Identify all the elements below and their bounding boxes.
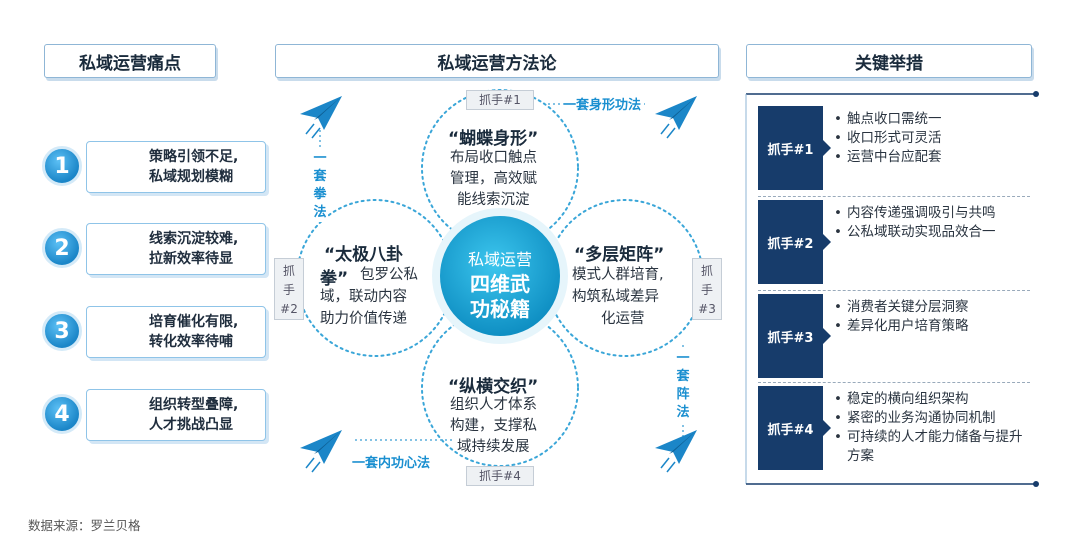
pain-item-1: 1 策略引领不足, 私域规划模糊 (42, 137, 266, 199)
label-char: 一 (313, 151, 327, 166)
grab-char: 手 (700, 283, 713, 297)
pain-text-box: 组织转型叠障, 人才挑战凸显 (86, 389, 266, 441)
petal-top-line-2: 管理，高效赋 (450, 171, 537, 187)
label-char: 阵 (676, 387, 690, 402)
label-char: 法 (313, 205, 327, 220)
center-line-1: 私域运营 (467, 250, 532, 269)
center-circle (440, 216, 560, 336)
number-badge: 1 (42, 146, 82, 186)
number-badge: 3 (42, 311, 82, 351)
petal-bottom-title: “纵横交织” (448, 377, 539, 397)
method-header: 私域运营方法论 (275, 44, 719, 78)
label-inner-technique: 一套内功心法 (352, 456, 431, 471)
petal-right-line-3: 化运营 (601, 311, 645, 327)
grab-char: 抓 (282, 264, 295, 278)
label-char: 套 (313, 169, 327, 184)
grab-tag-4: 抓手#4 (466, 466, 534, 486)
action-row-1: 抓手#1 触点收口需统一 收口形式可灵活 运营中台应配套 (758, 106, 1030, 190)
grab-char: #2 (280, 302, 298, 316)
actions-frame (745, 91, 1039, 487)
label-char: 套 (676, 369, 690, 384)
action-item: 紧密的业务沟通协同机制 (834, 409, 1029, 428)
grab-tag-1: 抓手#1 (466, 90, 534, 110)
pain-text-box: 线索沉淀较难, 拉新效率待显 (86, 223, 266, 275)
center-line-2: 四维武 (470, 272, 530, 296)
action-tag: 抓手#4 (758, 386, 831, 470)
pain-line-2: 转化效率待哺 (149, 334, 233, 350)
petal-top-line-1: 布局收口触点 (450, 150, 537, 166)
petal-right-line-1: 模式人群培育, (572, 267, 664, 283)
action-item: 运营中台应配套 (834, 148, 1029, 167)
pain-line-1: 组织转型叠障, (149, 397, 239, 413)
action-list: 内容传递强调吸引与共鸣 公私域联动实现品效合一 (834, 204, 1029, 242)
petal-bottom-line-3: 域持续发展 (457, 439, 530, 455)
pain-line-1: 策略引领不足, (149, 149, 239, 165)
paper-plane-icon (300, 96, 342, 139)
pain-line-2: 拉新效率待显 (149, 251, 233, 267)
action-tag: 抓手#1 (758, 106, 831, 190)
pain-item-2: 2 线索沉淀较难, 拉新效率待显 (42, 219, 266, 281)
petal-left-title-2: 拳” (320, 269, 349, 289)
pain-item-3: 3 培育催化有限, 转化效率待哺 (42, 302, 266, 364)
action-item: 稳定的横向组织架构 (834, 390, 1029, 409)
action-list: 稳定的横向组织架构 紧密的业务沟通协同机制 可持续的人才能力储备与提升方案 (834, 390, 1029, 466)
petal-right-title: “多层矩阵” (574, 245, 665, 265)
petal-right-line-2: 构筑私域差异 (572, 289, 659, 305)
pain-text-box: 策略引领不足, 私域规划模糊 (86, 141, 266, 193)
petal-left-line-1: 包罗公私 (360, 267, 418, 283)
label-body-technique: 一套身形功法 (560, 94, 645, 113)
action-row-2: 抓手#2 内容传递强调吸引与共鸣 公私域联动实现品效合一 (758, 200, 1030, 284)
label-char: 法 (676, 405, 690, 420)
action-item: 差异化用户培育策略 (834, 317, 1029, 336)
grab-char: 手 (282, 283, 295, 297)
source-note: 数据来源：罗兰贝格 (28, 518, 141, 533)
petal-left-line-2: 域，联动内容 (320, 289, 407, 305)
grab-char: #3 (698, 302, 716, 316)
action-row-3: 抓手#3 消费者关键分层洞察 差异化用户培育策略 (758, 294, 1030, 378)
petal-top-title: “蝴蝶身形” (448, 129, 539, 149)
petal-top-line-3: 能线索沉淀 (457, 192, 530, 208)
grab-char: 抓 (700, 264, 713, 278)
pain-line-2: 私域规划模糊 (149, 169, 233, 185)
petal-bottom-line-2: 构建，支撑私 (450, 418, 537, 434)
pain-line-1: 培育催化有限, (149, 314, 239, 330)
number-badge: 4 (42, 394, 82, 434)
action-tag: 抓手#2 (758, 200, 831, 284)
action-item: 可持续的人才能力储备与提升方案 (834, 428, 1029, 466)
paper-plane-icon (655, 96, 697, 139)
petal-left-title: “太极八卦 (324, 245, 404, 265)
action-item: 公私域联动实现品效合一 (834, 223, 1029, 242)
action-row-4: 抓手#4 稳定的横向组织架构 紧密的业务沟通协同机制 可持续的人才能力储备与提升… (758, 386, 1030, 470)
label-char: 拳 (313, 187, 327, 202)
divider (758, 196, 1030, 197)
center-line-3: 功秘籍 (470, 297, 530, 321)
actions-header: 关键举措 (746, 44, 1032, 78)
pain-line-1: 线索沉淀较难, (149, 231, 239, 247)
paper-plane-icon (655, 430, 697, 473)
divider (758, 382, 1030, 383)
paper-plane-icon (300, 430, 342, 473)
action-tag: 抓手#3 (758, 294, 831, 378)
petal-left-line-3: 助力价值传递 (320, 311, 407, 327)
action-list: 触点收口需统一 收口形式可灵活 运营中台应配套 (834, 110, 1029, 167)
action-item: 内容传递强调吸引与共鸣 (834, 204, 1029, 223)
grab-tag-2: 抓 手 #2 (274, 258, 304, 320)
action-item: 消费者关键分层洞察 (834, 298, 1029, 317)
pain-text-box: 培育催化有限, 转化效率待哺 (86, 306, 266, 358)
grab-tag-3: 抓 手 #3 (692, 258, 722, 320)
label-char: 一 (676, 351, 690, 366)
label-fist-technique: 一 套 拳 法 (312, 150, 328, 222)
action-list: 消费者关键分层洞察 差异化用户培育策略 (834, 298, 1029, 336)
action-item: 收口形式可灵活 (834, 129, 1029, 148)
pain-header: 私域运营痛点 (44, 44, 216, 78)
number-badge: 2 (42, 228, 82, 268)
divider (758, 290, 1030, 291)
action-item: 触点收口需统一 (834, 110, 1029, 129)
petal-bottom-line-1: 组织人才体系 (450, 397, 537, 413)
pain-line-2: 人才挑战凸显 (149, 417, 233, 433)
pain-item-4: 4 组织转型叠障, 人才挑战凸显 (42, 385, 266, 447)
label-formation-technique: 一 套 阵 法 (675, 350, 691, 422)
